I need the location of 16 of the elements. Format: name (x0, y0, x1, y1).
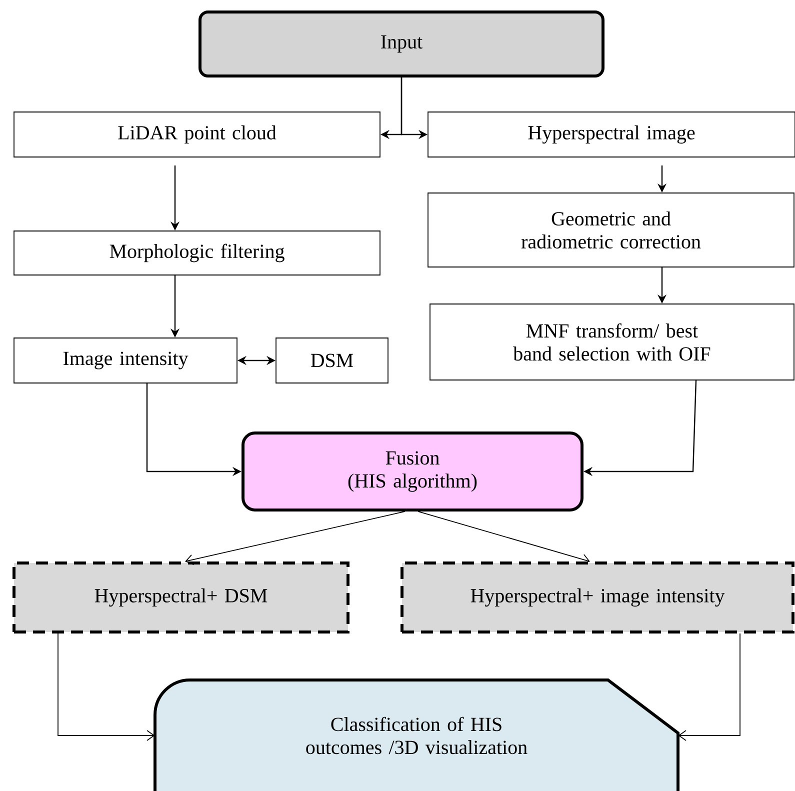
arrow (58, 633, 155, 741)
result-box: Classification of HIS outcomes /3D visualization (154, 678, 680, 791)
output-box: Hyperspectral+ image intensity (400, 562, 794, 634)
arrow (418, 511, 590, 565)
process-box: Morphologic filtering (14, 230, 380, 276)
process-box: Geometric and radiometric correction (428, 192, 794, 268)
arrow (185, 511, 406, 566)
process-box: DSM (276, 338, 388, 384)
process-box: LiDAR point cloud (14, 112, 380, 158)
process-box: MNF transform/ best band selection with OIF (430, 304, 794, 380)
arrow (678, 633, 740, 741)
output-box: Hyperspectral+ DSM (12, 562, 350, 634)
process-box: Hyperspectral image (428, 112, 795, 158)
process-box: Image intensity (14, 338, 238, 384)
fusion-box: Fusion (HIS algorithm) (242, 432, 584, 512)
input-box: Input (198, 10, 604, 78)
